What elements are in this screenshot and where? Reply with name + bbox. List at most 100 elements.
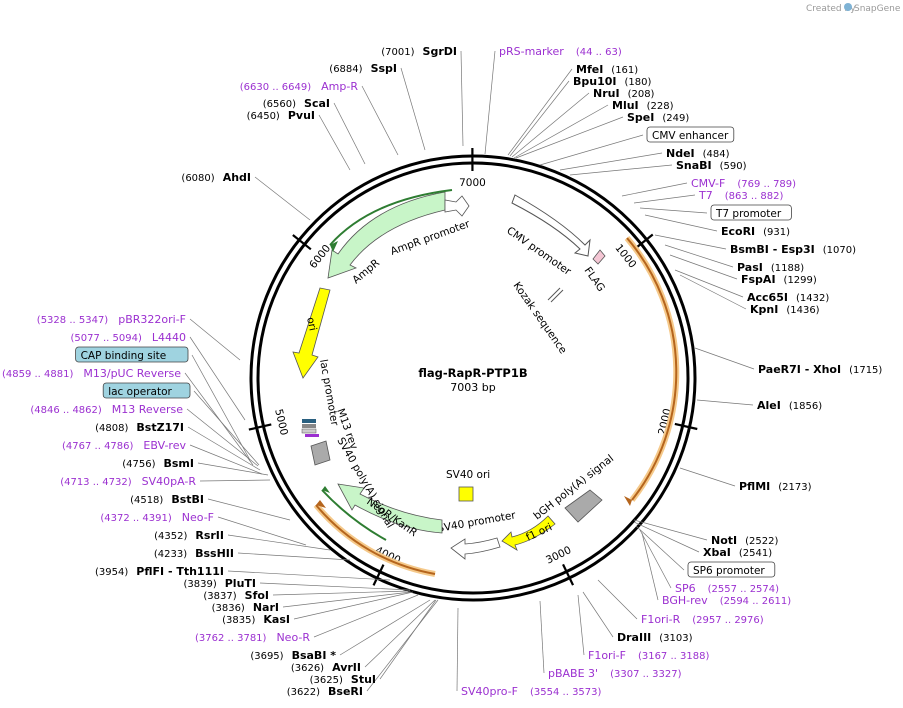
leader-line [639,529,672,589]
feature-m13-rev[interactable] [302,419,316,423]
label-primer[interactable]: SV40pA-R(4713 .. 4732) [60,475,271,488]
label-name: PluTI [225,577,256,590]
label-name: AleI [757,399,781,412]
leader-line [254,176,311,221]
label-pos: (4767 .. 4786) [62,441,134,452]
label-site[interactable]: AleI(1856) [696,399,822,412]
label-site[interactable]: MluI(228) [513,99,674,159]
feature-bgh-polya[interactable] [564,489,603,523]
feature-cmv-promoter[interactable] [511,194,591,257]
feature-flag[interactable] [592,249,606,265]
label-primer[interactable]: SV40pro-F(3554 .. 3573) [456,607,602,698]
tick-mark [674,422,698,431]
label-site[interactable]: PasI(1188) [664,244,804,274]
label-site[interactable]: PvuI(6450) [247,109,351,171]
label-primer[interactable]: T7(863 .. 882) [633,189,784,204]
label-site[interactable]: BseRI(3622) [287,599,439,698]
label-site[interactable]: XbaI(2541) [633,521,772,559]
label-site[interactable]: MfeI(161) [507,63,638,156]
label-site[interactable]: SgrDI(7001) [381,45,464,147]
label-name: RsrII [195,529,224,542]
leader-line [379,599,437,680]
label-name: Bpu10I [573,75,617,88]
label-primer[interactable]: F1ori-R(2957 .. 2976) [597,579,764,626]
feature-neor-kanr[interactable] [337,483,443,534]
label-site[interactable]: SnaBI(590) [569,159,747,176]
label-name: BsaBI * [292,649,337,662]
feature-sv40-polya[interactable] [310,440,331,466]
label-site[interactable]: PflFI - Tth111I(3954) [95,565,391,581]
feature-ori[interactable] [292,287,331,379]
feature-lac-promoter[interactable] [301,428,317,434]
label-primer[interactable]: F1ori-F(3167 .. 3188) [577,594,710,662]
label-primer[interactable]: pRS-marker(44 .. 63) [484,45,622,155]
label-site[interactable]: RsrII(4352) [154,529,331,551]
label-box[interactable]: SP6 promoter [635,525,776,578]
label-site[interactable]: AhdI(6080) [181,171,311,221]
label-primer[interactable]: BGH-rev(2594 .. 2611) [641,532,791,607]
label-site[interactable]: NdeI(484) [559,147,730,171]
label-primer[interactable]: Neo-R(3762 .. 3781) [195,594,419,644]
feature-label-sv40-promoter: SV40 promoter [436,509,517,535]
label-boxblue[interactable]: lac operator [102,382,260,466]
label-primer[interactable]: Neo-F(4372 .. 4391) [100,511,307,546]
label-site[interactable]: PluTI(3839) [183,577,411,591]
label-pos: (3836) [212,603,245,614]
label-site[interactable]: BsmBI - Esp3I(1070) [654,234,856,256]
label-name: NdeI [666,147,695,160]
label-pos: (3167 .. 3188) [638,651,710,662]
leader-line [582,591,614,638]
label-site[interactable]: NotI(2522) [633,519,778,547]
label-primer[interactable]: L4440(5077 .. 5094) [70,331,246,421]
label-primer[interactable]: EBV-rev(4767 .. 4786) [62,439,263,475]
label-pos: (1299) [784,275,817,286]
label-box[interactable]: T7 promoter [639,204,792,221]
label-site[interactable]: SpeI(249) [515,111,689,159]
label-site[interactable]: NruI(208) [511,87,655,158]
label-site[interactable]: BstBI(4518) [130,493,291,521]
label-site[interactable]: DraIII(3103) [582,591,693,644]
label-pos: (3837) [203,591,236,602]
label-boxblue[interactable]: CAP binding site [75,346,251,461]
leader-line [511,92,590,158]
label-primer[interactable]: M13 Reverse(4846 .. 4862) [30,403,259,467]
leader-line [313,594,419,638]
feature-f1-ori[interactable] [501,515,556,551]
label-site[interactable]: PflMI(2173) [679,467,812,493]
label-name: BssHII [195,547,234,560]
feature-label-ori: ori [304,316,319,332]
label-site[interactable]: StuI(3625) [310,599,437,686]
feature-sv40-ori[interactable] [458,486,474,502]
feature-ampr-promoter[interactable] [444,195,470,217]
label-primer[interactable]: M13/pUC Reverse(4859 .. 4881) [2,367,254,466]
feature-label-lac-promoter: lac promoter [317,358,341,427]
label-site[interactable]: BsaBI *(3695) [250,599,431,662]
label-site[interactable]: SspI(6884) [329,62,426,151]
feature-ampr[interactable] [327,191,446,279]
label-site[interactable]: KpnI(1436) [679,274,820,316]
label-site[interactable]: SfoI(3837) [203,589,411,602]
orf-arrowhead-1 [624,496,632,506]
label-site[interactable]: NarI(3836) [212,591,412,614]
label-site[interactable]: Bpu10I(180) [509,75,651,157]
label-site[interactable]: AvrII(3626) [291,599,436,674]
label-site[interactable]: BsmI(4756) [122,457,269,476]
label-site[interactable]: BstZ17I(4808) [95,421,261,471]
label-site[interactable]: BssHII(4233) [154,547,351,561]
label-site[interactable]: ScaI(6560) [263,97,366,165]
feature-sv40-promoter[interactable] [450,537,501,560]
label-primer[interactable]: SP6(2557 .. 2574) [639,529,779,595]
label-site[interactable]: FspAI(1299) [669,254,817,286]
label-pos: (7001) [381,47,414,58]
plasmid-size: 7003 bp [450,381,495,394]
label-site[interactable]: PaeR7I - XhoI(1715) [694,347,882,376]
label-primer[interactable]: pBABE 3'(3307 .. 3327) [539,600,682,680]
label-site[interactable]: Acc65I(1432) [674,269,829,304]
label-box[interactable]: CMV enhancer [539,126,735,166]
label-site[interactable]: EcoRI(931) [644,214,790,238]
label-site[interactable]: KasI(3835) [222,591,414,626]
label-primer[interactable]: Amp-R(6630 .. 6649) [240,80,399,156]
feature-label-sv40-ori: SV40 ori [446,469,490,481]
label-primer[interactable]: CMV-F(769 .. 789) [621,177,796,197]
label-primer[interactable]: pBR322ori-F(5328 .. 5347) [37,313,241,361]
